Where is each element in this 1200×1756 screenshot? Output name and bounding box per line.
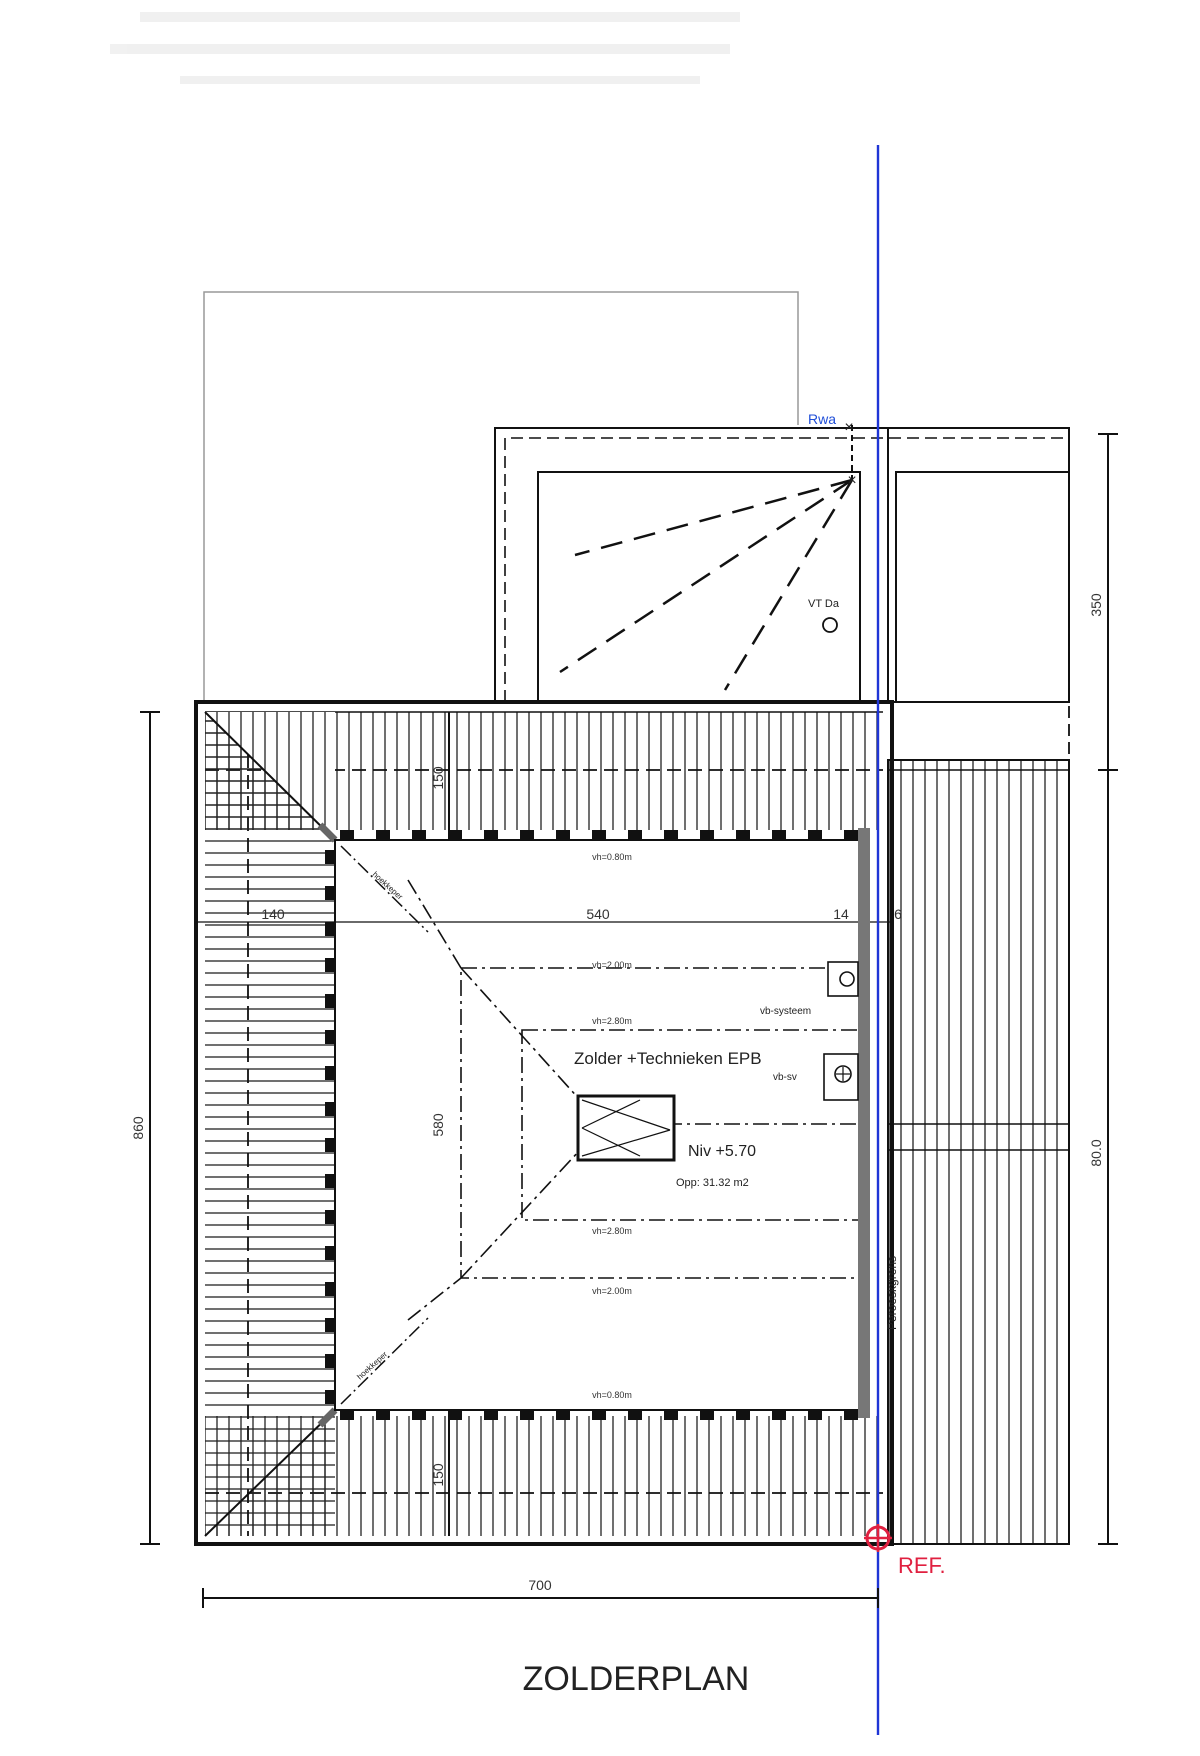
- ventilation-unit-icon: [827, 961, 859, 997]
- rafter-tick: [325, 1210, 335, 1224]
- rafter-tick: [325, 1102, 335, 1116]
- rafter-tick: [772, 1410, 786, 1420]
- rafter-tick: [376, 830, 390, 840]
- drain-marker-icon: ×: [844, 419, 853, 436]
- peroesk-label: Peroeskgrens: [885, 1256, 899, 1330]
- height-label-top: vh=0.80m: [592, 852, 632, 862]
- rafter-tick: [844, 830, 858, 840]
- rafter-tick: [772, 830, 786, 840]
- ventilation-system-label: vb-systeem: [760, 1006, 811, 1017]
- rafter-tick: [664, 830, 678, 840]
- dim-roof-top: 150: [430, 766, 446, 790]
- rafter-tick: [484, 1410, 498, 1420]
- ref-label: REF.: [898, 1553, 946, 1578]
- rafter-tick: [412, 1410, 426, 1420]
- rafter-tick: [844, 1410, 858, 1420]
- rafter-tick: [325, 1138, 335, 1152]
- dim-right-2: 6: [894, 906, 902, 922]
- dim-room-height: 580: [430, 1113, 446, 1137]
- ref-marker-icon: [864, 1524, 892, 1552]
- room-name: Zolder +Technieken EPB: [574, 1049, 762, 1068]
- rwa-label: Rwa: [808, 411, 836, 427]
- dim-total-height: 860: [130, 1116, 146, 1140]
- main-roof: [194, 700, 894, 1546]
- rafter-tick: [520, 1410, 534, 1420]
- dim-left-depth: 140: [261, 906, 285, 922]
- rafter-tick: [325, 1246, 335, 1260]
- rafter-ticks: [325, 830, 858, 1420]
- rafter-tick: [325, 958, 335, 972]
- roof-drain-icon: [822, 617, 838, 633]
- dim-right-height: 80.0: [1088, 1139, 1104, 1166]
- vt-label: VT Da: [808, 598, 840, 610]
- rafter-tick: [700, 830, 714, 840]
- rafter-tick: [325, 994, 335, 1008]
- room-area: Opp: 31.32 m2: [676, 1177, 749, 1189]
- rafter-tick: [340, 830, 354, 840]
- drain-marker-icon: ×: [847, 472, 856, 489]
- dim-roof-bottom: 150: [430, 1463, 446, 1487]
- attic-room: [196, 828, 892, 1418]
- height-label-inner-top-2: vh=2.80m: [592, 1016, 632, 1026]
- rafter-tick: [808, 830, 822, 840]
- rafter-tick: [592, 1410, 606, 1420]
- height-label-inner-top-1: vh=2.00m: [592, 960, 632, 970]
- rafter-tick: [808, 1410, 822, 1420]
- rafter-tick: [325, 1354, 335, 1368]
- rafter-tick: [325, 850, 335, 864]
- ventilation-sv-icon: [823, 1053, 859, 1101]
- rafter-tick: [325, 922, 335, 936]
- rafter-tick: [376, 1410, 390, 1420]
- rafter-tick: [628, 1410, 642, 1420]
- plan-title: ZOLDERPLAN: [523, 1660, 750, 1698]
- dim-room-width: 540: [586, 906, 610, 922]
- rafter-tick: [664, 1410, 678, 1420]
- rafter-tick: [448, 1410, 462, 1420]
- rafter-tick: [340, 1410, 354, 1420]
- height-label-inner-bottom-2: vh=2.00m: [592, 1286, 632, 1296]
- rafter-tick: [700, 1410, 714, 1420]
- neighbour-outline: [203, 291, 799, 700]
- rafter-tick: [325, 1282, 335, 1296]
- rafter-tick: [736, 1410, 750, 1420]
- rafter-tick: [325, 1030, 335, 1044]
- rafter-tick: [628, 830, 642, 840]
- rafter-tick: [325, 886, 335, 900]
- top-extension: × ×: [494, 419, 1070, 760]
- dimension-lines: [140, 433, 1118, 1608]
- rafter-tick: [412, 830, 426, 840]
- dim-top-depth: 350: [1088, 593, 1104, 617]
- faint-header: [110, 12, 740, 84]
- rafter-tick: [736, 830, 750, 840]
- dim-total-width: 700: [528, 1577, 552, 1593]
- room-level: Niv +5.70: [688, 1143, 756, 1160]
- height-label-inner-bottom-1: vh=2.80m: [592, 1226, 632, 1236]
- rafter-tick: [484, 830, 498, 840]
- rafter-tick: [325, 1390, 335, 1404]
- rafter-tick: [556, 830, 570, 840]
- dim-right-1: 14: [833, 906, 849, 922]
- rafter-tick: [592, 830, 606, 840]
- right-extension: [887, 759, 1070, 1545]
- rafter-tick: [325, 1174, 335, 1188]
- rafter-tick: [325, 1318, 335, 1332]
- ventilation-sv-label: vb-sv: [773, 1072, 797, 1083]
- rafter-tick: [325, 1066, 335, 1080]
- rafter-tick: [448, 830, 462, 840]
- rafter-tick: [520, 830, 534, 840]
- rafter-tick: [556, 1410, 570, 1420]
- height-label-bottom: vh=0.80m: [592, 1390, 632, 1400]
